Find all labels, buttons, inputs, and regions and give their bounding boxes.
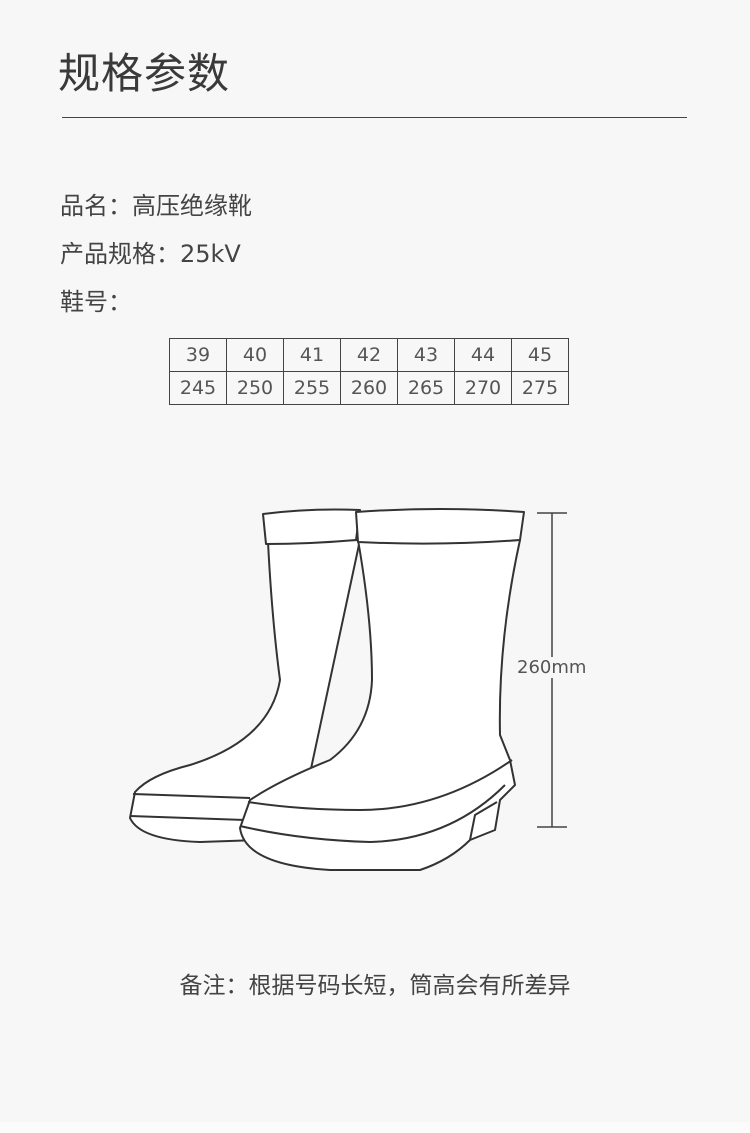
boots-illustration (129, 508, 567, 871)
cell: 265 (397, 371, 455, 405)
back-boot (129, 508, 361, 843)
bottom-strip (0, 1122, 750, 1133)
cell: 275 (511, 371, 569, 405)
cell: 270 (454, 371, 512, 405)
cell: 250 (226, 371, 284, 405)
cell: 255 (283, 371, 341, 405)
table-row: 39 40 41 42 43 44 45 (169, 338, 569, 372)
height-label: 260mm (517, 657, 587, 678)
cell: 39 (169, 338, 227, 372)
note: 备注：根据号码长短，筒高会有所差异 (179, 973, 571, 999)
cell: 43 (397, 338, 455, 372)
product-name: 品名：高压绝缘靴 (60, 192, 252, 220)
cell: 40 (226, 338, 284, 372)
cell: 45 (511, 338, 569, 372)
product-spec: 产品规格：25kV (60, 240, 241, 268)
shoe-size-label: 鞋号： (60, 288, 132, 316)
front-boot (239, 508, 525, 871)
cell: 42 (340, 338, 398, 372)
divider (62, 117, 687, 118)
cell: 41 (283, 338, 341, 372)
page-title: 规格参数 (58, 49, 231, 98)
cell: 245 (169, 371, 227, 405)
cell: 260 (340, 371, 398, 405)
cell: 44 (454, 338, 512, 372)
table-row: 245 250 255 260 265 270 275 (169, 371, 569, 405)
size-table: 39 40 41 42 43 44 45 245 250 255 260 265… (169, 338, 569, 405)
